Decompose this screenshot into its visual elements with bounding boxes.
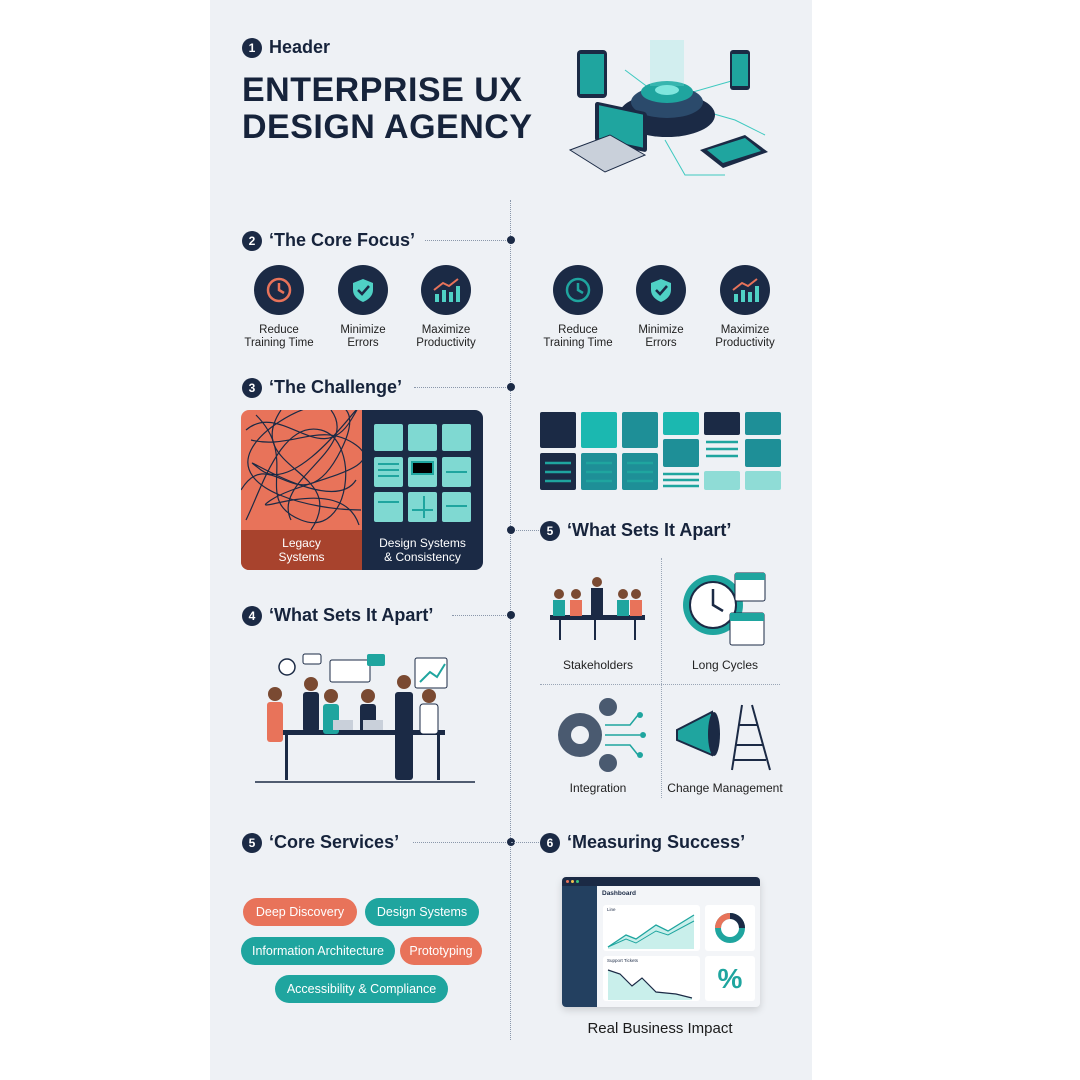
page-title: ENTERPRISE UX DESIGN AGENCY [242, 72, 533, 146]
focus-label: Minimize [638, 324, 684, 336]
connector [511, 842, 539, 843]
focus-label: Reduce [558, 324, 598, 336]
card-title: Line [607, 907, 616, 912]
section-challenge-label: 3 ‘The Challenge’ [242, 377, 402, 398]
quadrant-divider [661, 558, 662, 798]
section-number: 4 [242, 605, 262, 626]
design-systems-caption: & Consistency [384, 550, 461, 564]
focus-label: Productivity [715, 337, 775, 349]
calendar-clock-icon [683, 572, 766, 646]
timeline-dot [507, 611, 515, 619]
timeline-dot [507, 236, 515, 244]
connector [511, 530, 539, 531]
section-number: 1 [242, 37, 262, 58]
section-sets-apart-right-label: 5 ‘What Sets It Apart’ [540, 520, 731, 541]
card-title: Support Tickets [607, 958, 639, 963]
design-systems-panel: Design Systems& Consistency [362, 410, 483, 570]
timeline-line [510, 200, 511, 1040]
section-title: ‘Core Services’ [269, 832, 400, 852]
dashboard-illustration: Dashboard Line Support Tickets % [562, 877, 760, 1007]
title-line-2: DESIGN AGENCY [242, 108, 533, 146]
service-pill-prototyping: Prototyping [400, 937, 482, 965]
section-title: ‘Measuring Success’ [567, 832, 746, 852]
design-systems-caption: Design Systems [379, 536, 466, 550]
section-core-focus-label: 2 ‘The Core Focus’ [242, 230, 415, 251]
support-tickets-card: Support Tickets [603, 956, 700, 1001]
section-number: 3 [242, 377, 262, 398]
quadrant-label-long-cycles: Long Cycles [691, 658, 759, 672]
dashboard-title: Dashboard [602, 890, 636, 897]
focus-label: Productivity [416, 337, 476, 349]
section-number: 5 [540, 520, 560, 541]
focus-label: Errors [645, 337, 677, 349]
quadrant-label-stakeholders: Stakeholders [562, 658, 634, 672]
team-meeting-illustration [255, 653, 475, 783]
connector [413, 842, 508, 843]
service-pill-information-architecture: Information Architecture [241, 937, 395, 965]
focus-label: Maximize [421, 324, 471, 336]
section-number: 2 [242, 230, 262, 251]
component-grid-icon [374, 424, 471, 522]
chart-up-icon [720, 265, 770, 315]
connector [414, 387, 508, 388]
clock-icon [254, 265, 304, 315]
shield-icon [636, 265, 686, 315]
line-chart-card: Line [603, 905, 700, 951]
service-pill-deep-discovery: Deep Discovery [243, 898, 357, 926]
service-pill-design-systems: Design Systems [365, 898, 479, 926]
focus-label: Training Time [244, 337, 314, 349]
focus-label: Minimize [340, 324, 386, 336]
section-number: 6 [540, 832, 560, 853]
section-title: ‘What Sets It Apart’ [567, 520, 732, 540]
quadrant-label-change-management: Change Management [667, 781, 783, 795]
timeline-dot [507, 383, 515, 391]
service-pill-accessibility-compliance: Accessibility & Compliance [275, 975, 448, 1003]
clock-icon [553, 265, 603, 315]
legacy-caption: Legacy [282, 536, 321, 550]
connector [452, 615, 508, 616]
modular-blocks-illustration [540, 412, 781, 490]
section-title: ‘What Sets It Apart’ [269, 605, 434, 625]
section-sets-apart-left-label: 4 ‘What Sets It Apart’ [242, 605, 433, 626]
section-title: ‘The Challenge’ [269, 377, 403, 397]
timeline-dot [507, 526, 515, 534]
legacy-caption: Systems [278, 550, 325, 564]
quadrant-divider [540, 684, 780, 685]
section-number: 5 [242, 832, 262, 853]
section-measuring-success-label: 6 ‘Measuring Success’ [540, 832, 745, 853]
quadrant-label-integration: Integration [569, 781, 627, 795]
title-line-1: ENTERPRISE UX [242, 71, 523, 109]
stakeholders-icon [550, 577, 645, 640]
dashboard-caption: Real Business Impact [587, 1020, 733, 1037]
tangled-lines-icon [241, 410, 365, 531]
integration-gears-icon [558, 698, 646, 772]
window-titlebar [562, 877, 760, 886]
donut-chart-card [705, 905, 755, 951]
section-title: Header [269, 37, 331, 57]
focus-label: Reduce [259, 324, 299, 336]
shield-icon [338, 265, 388, 315]
megaphone-ladder-icon [676, 704, 771, 771]
section-header-label: 1 Header [242, 37, 330, 58]
focus-label: Maximize [720, 324, 770, 336]
focus-label: Errors [347, 337, 379, 349]
dashboard-sidebar [562, 886, 597, 1007]
percent-card: % [705, 956, 755, 1001]
chart-up-icon [421, 265, 471, 315]
focus-label: Training Time [543, 337, 613, 349]
connector [425, 240, 508, 241]
section-core-services-label: 5 ‘Core Services’ [242, 832, 399, 853]
devices-illustration [568, 40, 768, 176]
section-title: ‘The Core Focus’ [269, 230, 416, 250]
